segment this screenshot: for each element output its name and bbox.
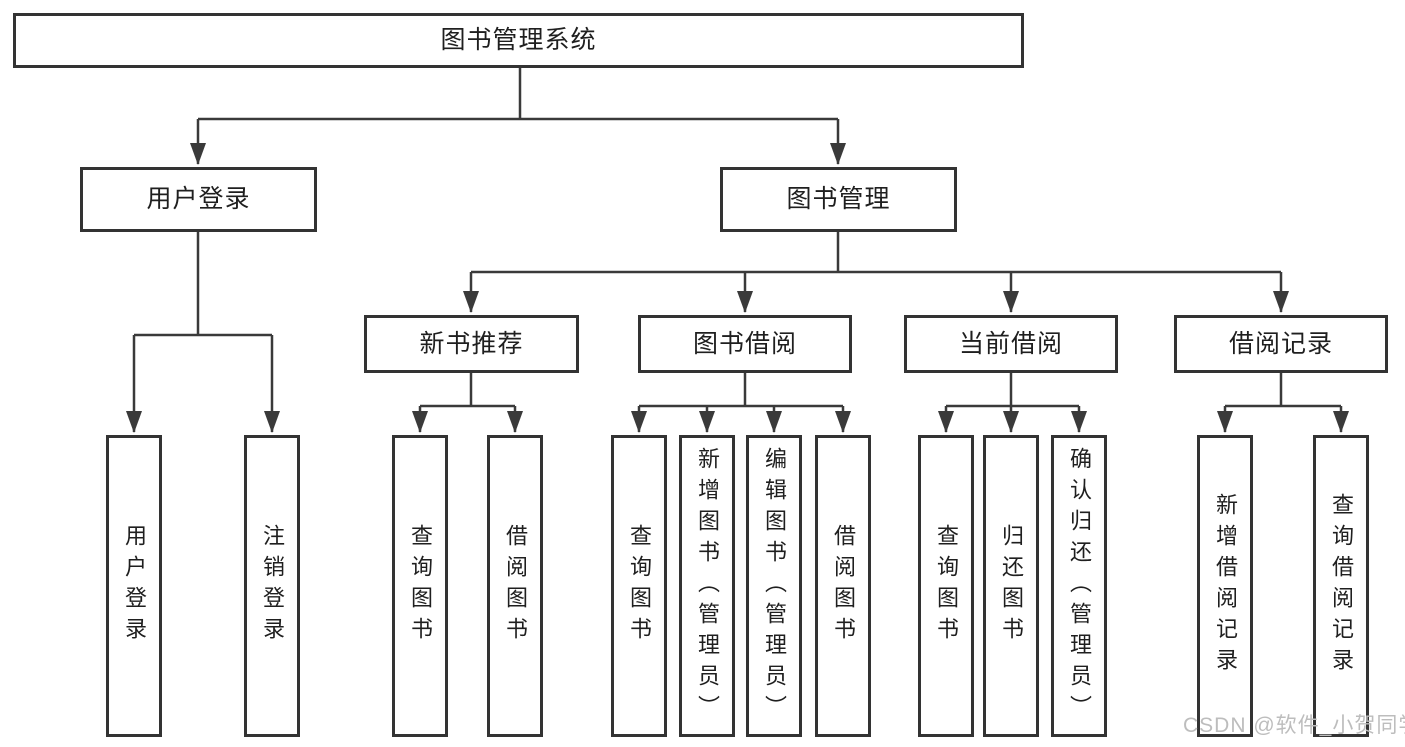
node-current-borrowing-label: 当前借阅 (958, 329, 1063, 358)
leaf-cb-confirm-return-admin: 确认归还（管理员） (1051, 435, 1107, 737)
node-borrowing-records: 借阅记录 (1174, 315, 1388, 373)
connector-root-to-level2 (190, 68, 846, 165)
node-new-book-recommend-label: 新书推荐 (419, 329, 524, 358)
node-book-management: 图书管理 (720, 167, 957, 232)
node-book-management-label: 图书管理 (786, 185, 891, 213)
leaf-logout: 注销登录 (244, 435, 300, 737)
node-user-login-label: 用户登录 (146, 185, 251, 213)
node-root: 图书管理系统 (13, 13, 1024, 68)
leaf-user-login: 用户登录 (106, 435, 162, 737)
leaf-user-login-label: 用户登录 (122, 524, 147, 648)
connector-book-management-children (463, 231, 1289, 313)
leaf-nb-borrow-book: 借阅图书 (487, 435, 543, 737)
connector-current-borrowing-children (938, 372, 1087, 433)
node-root-label: 图书管理系统 (440, 26, 597, 54)
leaf-br-query-record: 查询借阅记录 (1313, 435, 1369, 737)
leaf-logout-label: 注销登录 (260, 524, 285, 648)
leaf-bb-borrow-book-label: 借阅图书 (831, 524, 856, 648)
leaf-br-add-record: 新增借阅记录 (1197, 435, 1253, 737)
leaf-bb-borrow-book: 借阅图书 (815, 435, 871, 737)
node-new-book-recommend: 新书推荐 (364, 315, 579, 373)
csdn-watermark: CSDN @软件_小贺同学 (1183, 714, 1405, 737)
leaf-cb-return-book-label: 归还图书 (999, 524, 1024, 648)
leaf-bb-edit-book-admin-label: 编辑图书（管理员） (762, 446, 787, 726)
leaf-nb-query-book: 查询图书 (392, 435, 448, 737)
leaf-br-add-record-label: 新增借阅记录 (1213, 493, 1238, 679)
leaf-bb-query-book-label: 查询图书 (627, 524, 652, 648)
leaf-nb-borrow-book-label: 借阅图书 (503, 524, 528, 648)
node-book-borrowing-label: 图书借阅 (692, 329, 797, 358)
connector-borrowing-records-children (1217, 372, 1349, 433)
leaf-cb-return-book: 归还图书 (983, 435, 1039, 737)
connector-user-login-children (126, 231, 280, 433)
leaf-br-query-record-label: 查询借阅记录 (1329, 493, 1354, 679)
leaf-cb-query-book-label: 查询图书 (934, 524, 959, 648)
node-current-borrowing: 当前借阅 (904, 315, 1118, 373)
leaf-bb-edit-book-admin: 编辑图书（管理员） (746, 435, 802, 737)
leaf-cb-confirm-return-admin-label: 确认归还（管理员） (1067, 446, 1092, 726)
leaf-bb-query-book: 查询图书 (611, 435, 667, 737)
connector-new-book-recommend-children (412, 372, 523, 433)
connector-book-borrowing-children (631, 372, 851, 433)
leaf-bb-add-book-admin: 新增图书（管理员） (679, 435, 735, 737)
node-user-login: 用户登录 (80, 167, 317, 232)
leaf-bb-add-book-admin-label: 新增图书（管理员） (695, 446, 720, 726)
leaf-cb-query-book: 查询图书 (918, 435, 974, 737)
node-borrowing-records-label: 借阅记录 (1228, 329, 1333, 358)
leaf-nb-query-book-label: 查询图书 (408, 524, 433, 648)
node-book-borrowing: 图书借阅 (638, 315, 852, 373)
